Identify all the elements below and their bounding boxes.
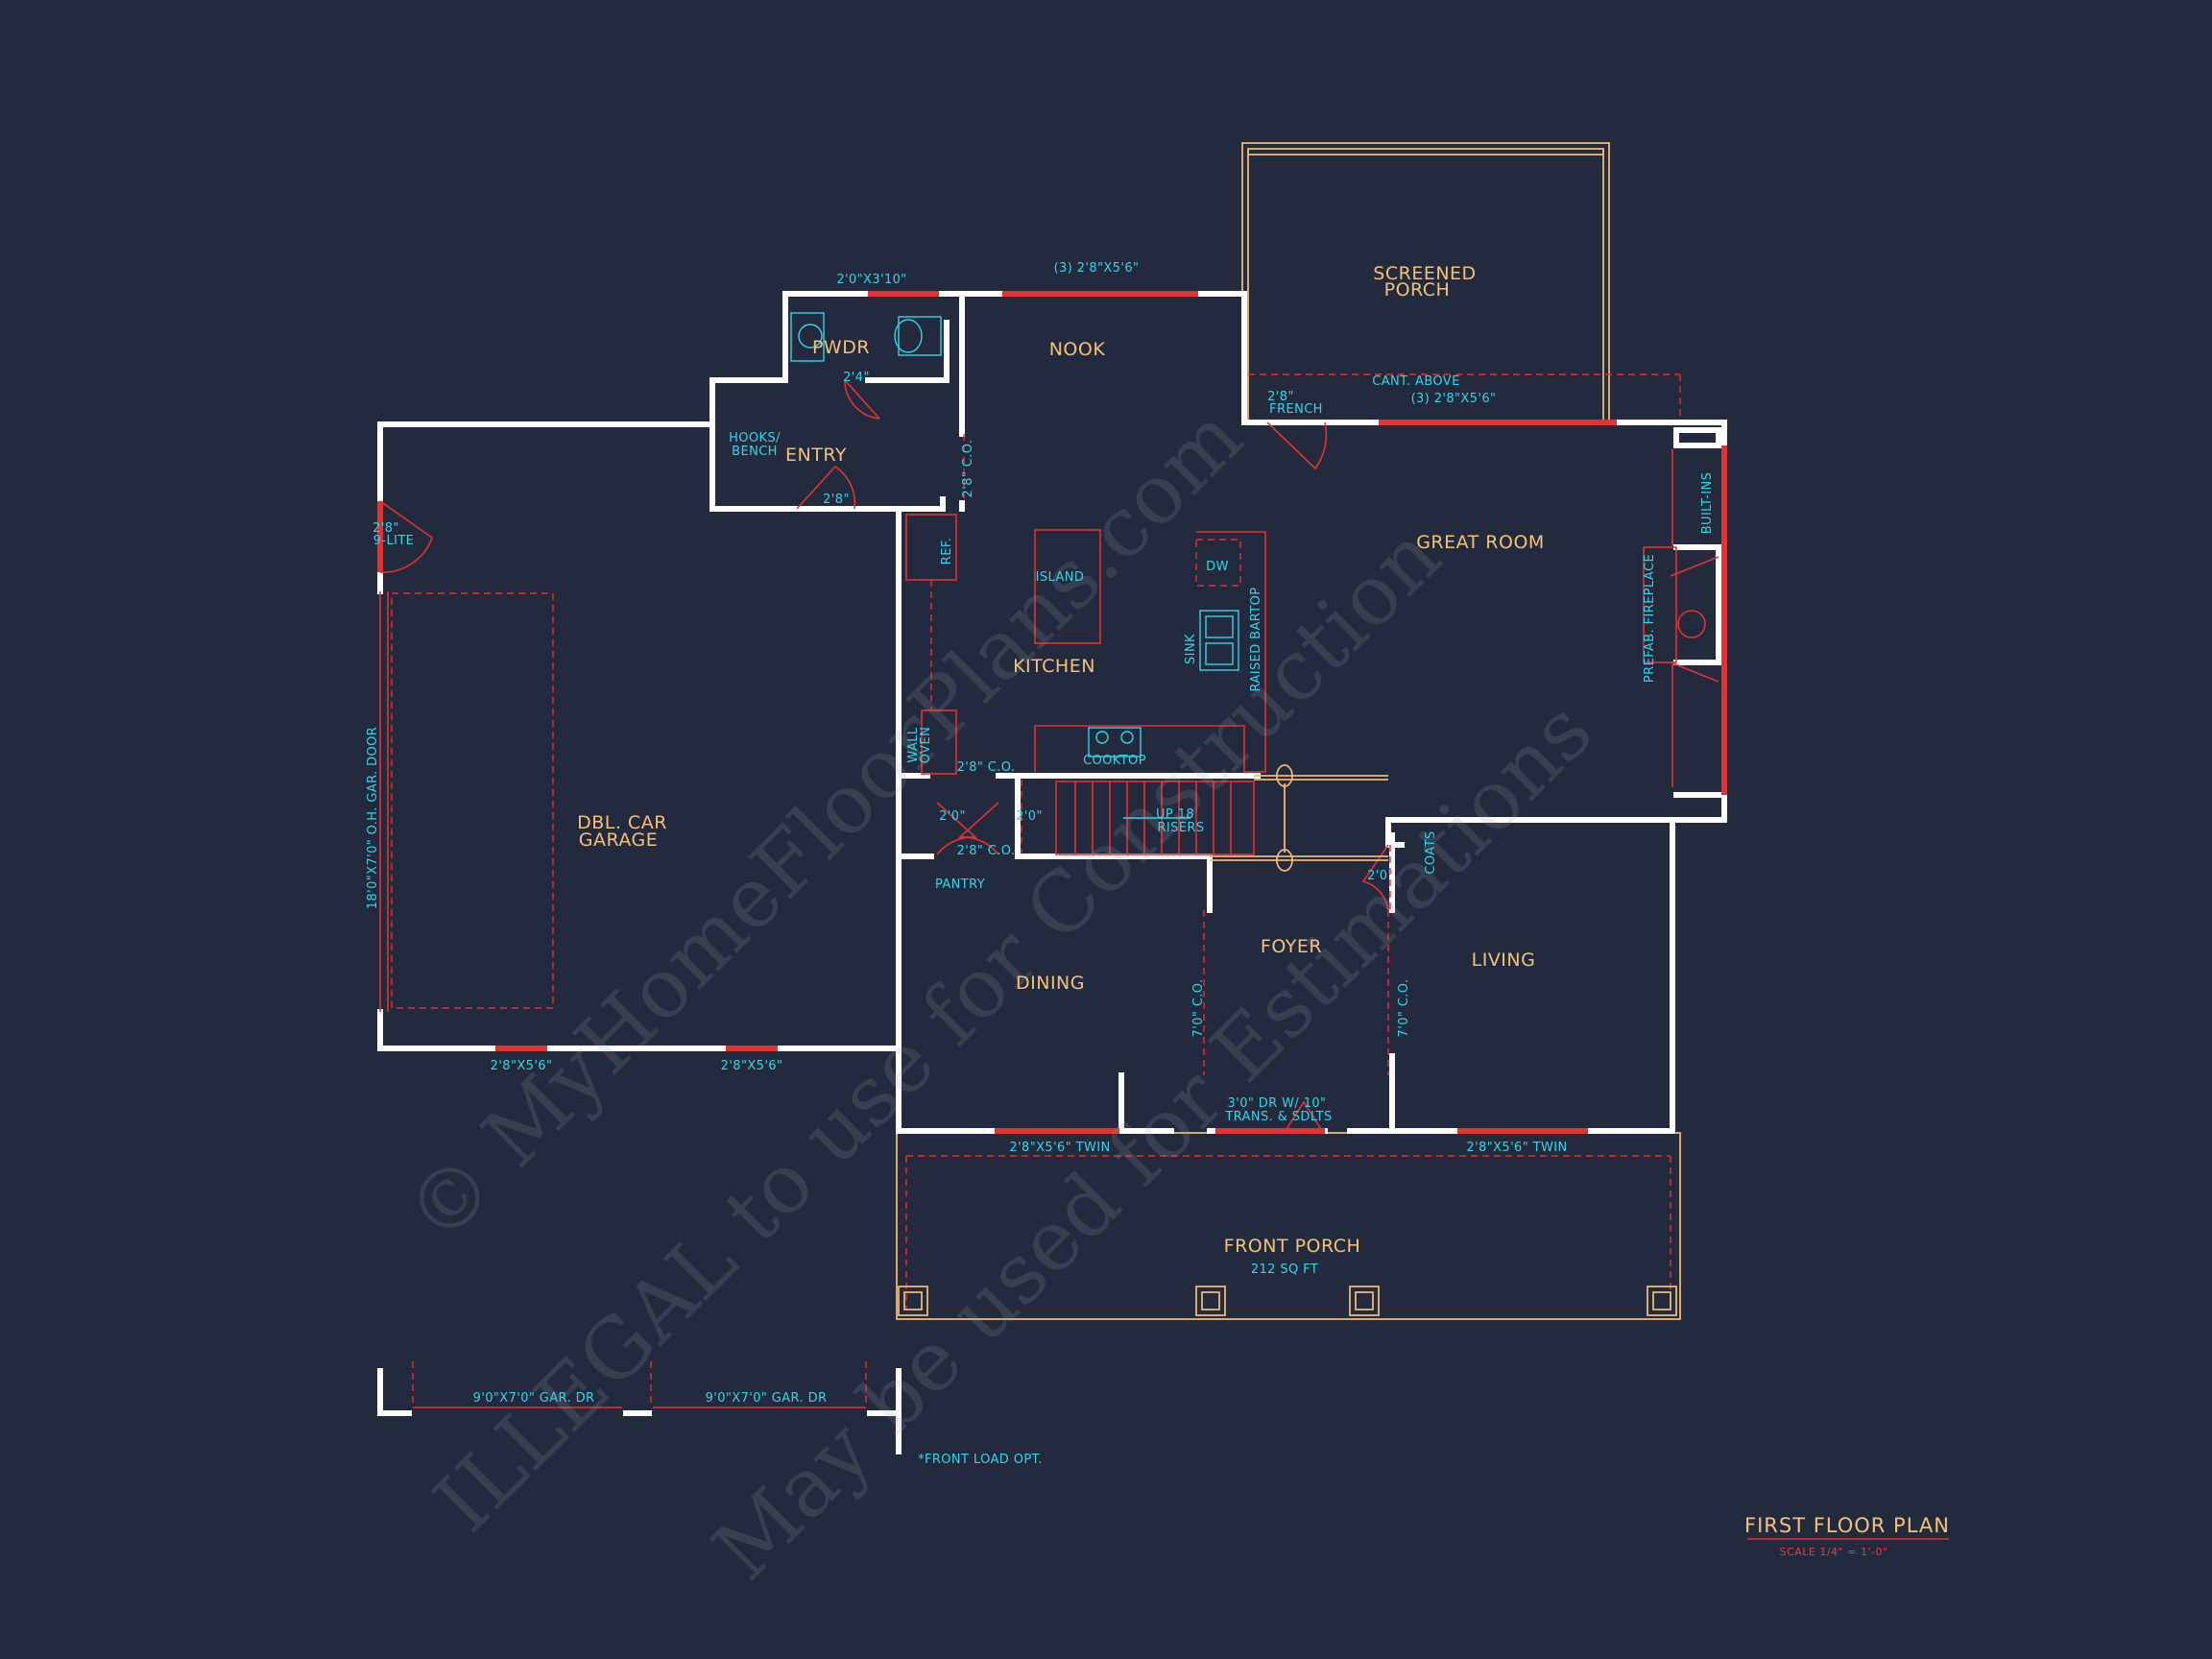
note-living-co: 7'0" C.O. (1397, 979, 1411, 1038)
annotations: 2'0"X3'10" (3) 2'8"X5'6" 2'4" HOOKS/ BEN… (366, 261, 1715, 1467)
note-entry-door: 2'8" (823, 493, 850, 507)
note-island: ISLAND (1036, 570, 1085, 585)
room-screened-porch-1: SCREENED (1373, 263, 1476, 284)
note-dining-co: 7'0" C.O. (1191, 979, 1206, 1038)
note-porch-area: 212 SQ FT (1251, 1262, 1318, 1277)
note-great-windows: (3) 2'8"X5'6" (1411, 392, 1497, 406)
note-twin-right: 2'8"X5'6" TWIN (1466, 1141, 1567, 1155)
note-front-door-2: TRANS. & SDLTS (1224, 1110, 1332, 1124)
note-coats-door: 2'0" (1367, 869, 1394, 883)
room-kitchen: KITCHEN (1013, 656, 1095, 677)
note-sink: SINK (1184, 634, 1198, 664)
room-front-porch: FRONT PORCH (1224, 1236, 1361, 1257)
note-stairs-2: RISERS (1157, 821, 1204, 835)
note-co-upper: 2'8" C.O. (957, 760, 1016, 775)
room-nook: NOOK (1049, 339, 1106, 360)
note-pantry: PANTRY (935, 878, 985, 892)
garage-overhead-door (379, 591, 554, 1012)
note-gar-dr-a: 9'0"X7'0" GAR. DR (473, 1391, 595, 1406)
note-cooktop: COOKTOP (1083, 754, 1146, 768)
note-closet-b: 2'0" (1016, 809, 1043, 824)
powder-fixtures (790, 312, 942, 362)
fireplace (1643, 449, 1719, 787)
note-garage-win-b: 2'8"X5'6" (721, 1059, 783, 1073)
note-wall-oven-2: OVEN (919, 727, 933, 763)
staircase (1055, 764, 1388, 872)
note-french-1: 2'8" (1267, 390, 1294, 404)
note-side-door-1: 2'8" (373, 521, 399, 536)
plan-scale: SCALE 1/4" = 1'-0" (1780, 1546, 1888, 1558)
door-swings (379, 379, 1391, 1130)
room-screened-porch-2: PORCH (1384, 279, 1451, 301)
front-porch-outline (896, 1132, 1681, 1320)
note-cant-above: CANT. ABOVE (1372, 374, 1459, 389)
note-nook-windows: (3) 2'8"X5'6" (1054, 261, 1140, 276)
note-twin-left: 2'8"X5'6" TWIN (1009, 1141, 1110, 1155)
room-living: LIVING (1472, 950, 1536, 971)
note-french-2: FRENCH (1269, 402, 1323, 417)
room-dining: DINING (1016, 973, 1085, 994)
note-built-ins: BUILT-INS (1700, 472, 1715, 535)
note-front-load: *FRONT LOAD OPT. (918, 1453, 1043, 1467)
note-pwdr-window: 2'0"X3'10" (836, 273, 906, 287)
title-block: FIRST FLOOR PLAN SCALE 1/4" = 1'-0" (1744, 1514, 1950, 1558)
note-dw: DW (1206, 560, 1229, 574)
note-side-door-2: 9-LITE (373, 534, 415, 548)
front-load-option (377, 1361, 902, 1455)
room-garage-2: GARAGE (579, 830, 659, 851)
note-wall-oven-1: WALL (906, 727, 921, 762)
room-garage-1: DBL. CAR (577, 812, 667, 833)
note-stairs-1: UP 18 (1156, 807, 1194, 822)
note-garage-win-a: 2'8"X5'6" (491, 1059, 553, 1073)
watermark: © MyHomeFloorPlans.com ILLEGAL to use fo… (388, 389, 1611, 1598)
kitchen-fixtures (905, 514, 1266, 775)
room-labels: SCREENED PORCH NOOK PWDR ENTRY GREAT ROO… (577, 263, 1545, 1257)
room-pwdr: PWDR (812, 337, 870, 358)
note-hooks-2: BENCH (732, 445, 778, 459)
note-co-lower: 2'8" C.O. (957, 844, 1016, 858)
room-foyer: FOYER (1261, 936, 1322, 957)
note-entry-co: 2'8" C.O. (961, 440, 975, 498)
note-hooks-1: HOOKS/ (729, 431, 781, 445)
note-pwdr-door: 2'4" (843, 371, 870, 385)
note-raised-bartop: RAISED BARTOP (1249, 588, 1263, 692)
note-closet-a: 2'0" (939, 809, 966, 824)
note-coats: COATS (1424, 830, 1438, 874)
room-great-room: GREAT ROOM (1416, 532, 1545, 553)
note-gar-dr-b: 9'0"X7'0" GAR. DR (706, 1391, 828, 1406)
note-front-door-1: 3'0" DR W/ 10" (1228, 1096, 1327, 1111)
note-oh-garage-door: 18'0"X7'0" O.H. GAR. DOOR (366, 727, 380, 909)
room-entry: ENTRY (785, 445, 847, 466)
plan-title: FIRST FLOOR PLAN (1744, 1514, 1950, 1537)
windows (377, 291, 1727, 1134)
note-ref: REF. (940, 538, 954, 565)
note-fireplace: PREFAB. FIREPLACE (1643, 554, 1657, 683)
